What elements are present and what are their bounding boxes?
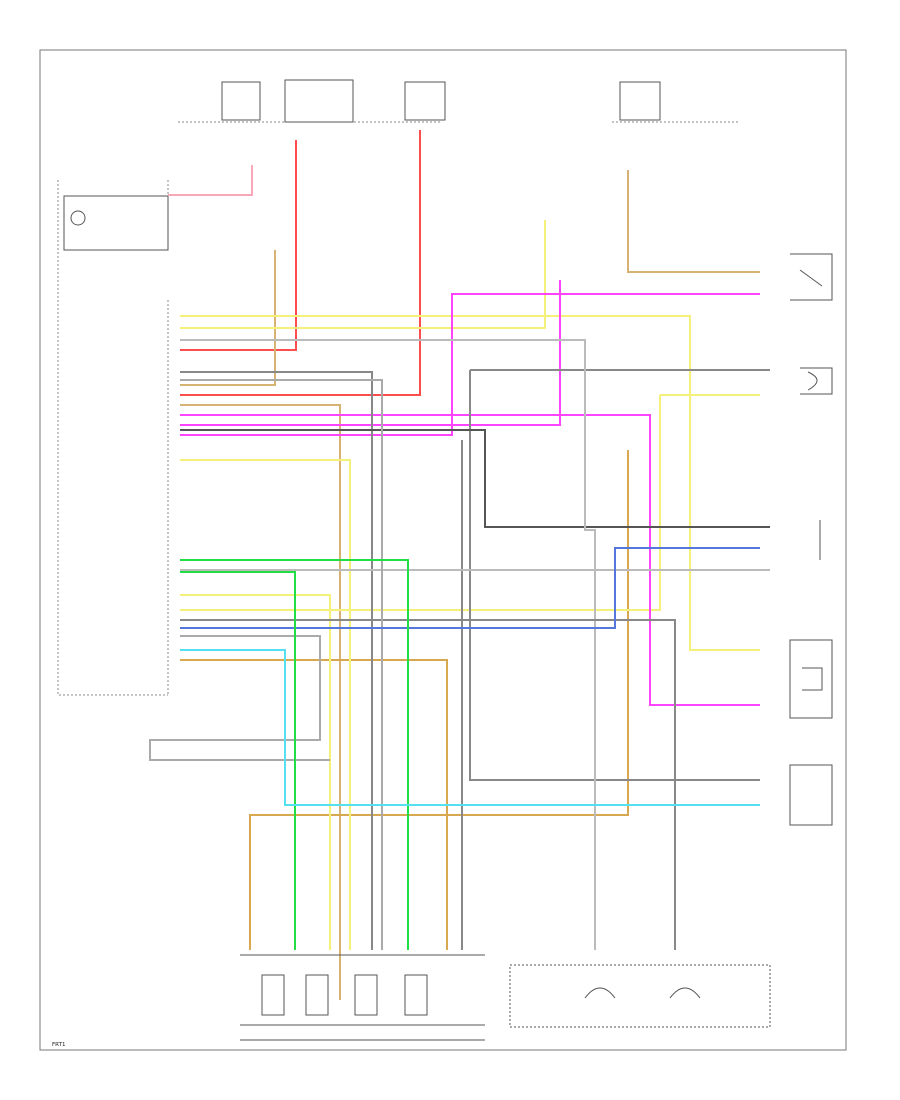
wire-magenta-1 bbox=[180, 293, 760, 436]
wire-pink-1 bbox=[168, 165, 253, 196]
solenoid-d bbox=[404, 974, 428, 1016]
wire-tan-1 bbox=[627, 170, 760, 273]
wire-yellow-2 bbox=[180, 220, 546, 329]
wire-tan-3 bbox=[180, 404, 341, 1000]
switch-arc bbox=[807, 371, 818, 391]
fuse-box-2 bbox=[284, 79, 354, 123]
wire-yellow-5 bbox=[180, 395, 661, 611]
wire-gray-8 bbox=[180, 379, 383, 950]
wire-gray-7 bbox=[180, 619, 676, 950]
wire-orange-2 bbox=[249, 450, 629, 950]
wire-dark-1 bbox=[180, 429, 770, 528]
switch-top-right bbox=[790, 253, 833, 301]
wire-red-2 bbox=[180, 130, 421, 396]
wire-gray-3 bbox=[469, 370, 760, 781]
fuse-box-3 bbox=[404, 81, 446, 121]
solenoid-a bbox=[261, 974, 285, 1016]
wire-yellow-6 bbox=[180, 594, 331, 950]
wire-gray-1 bbox=[180, 371, 373, 950]
range-switch bbox=[509, 964, 771, 1028]
ecm-boundary bbox=[57, 180, 169, 696]
wire-magenta-3 bbox=[180, 280, 561, 426]
wire-tan-2 bbox=[180, 250, 276, 386]
wire-orange-1 bbox=[180, 659, 448, 950]
wire-cyan-1 bbox=[180, 649, 760, 806]
component-box-right bbox=[789, 639, 833, 719]
wire-gray-9 bbox=[149, 635, 330, 761]
component-box-bottom-right bbox=[789, 764, 833, 826]
range-switch-arc-2 bbox=[669, 987, 701, 999]
wire-yellow-3 bbox=[180, 459, 351, 950]
wire-green-2 bbox=[180, 571, 296, 950]
switch-contact bbox=[799, 269, 823, 287]
component-inner bbox=[802, 667, 823, 691]
solenoid-c bbox=[354, 974, 378, 1016]
solenoid-b bbox=[305, 974, 329, 1016]
indicator-lamp bbox=[70, 210, 86, 226]
footer-code: FRT1 bbox=[52, 1042, 65, 1048]
indicator-lamp-box bbox=[63, 195, 169, 251]
range-switch-arc-1 bbox=[584, 987, 616, 999]
wire-blue-1 bbox=[180, 547, 760, 629]
fuse-box-4 bbox=[619, 81, 661, 121]
wire-yellow-1 bbox=[180, 315, 760, 651]
wire-magenta-2 bbox=[180, 414, 760, 706]
diagram-frame bbox=[39, 49, 847, 1051]
wire-green-1 bbox=[180, 559, 409, 950]
fuse-box-1 bbox=[221, 81, 261, 121]
wire-red-1 bbox=[180, 140, 297, 351]
switch-bracket-2 bbox=[800, 367, 833, 395]
wire-gray-4 bbox=[180, 339, 596, 950]
